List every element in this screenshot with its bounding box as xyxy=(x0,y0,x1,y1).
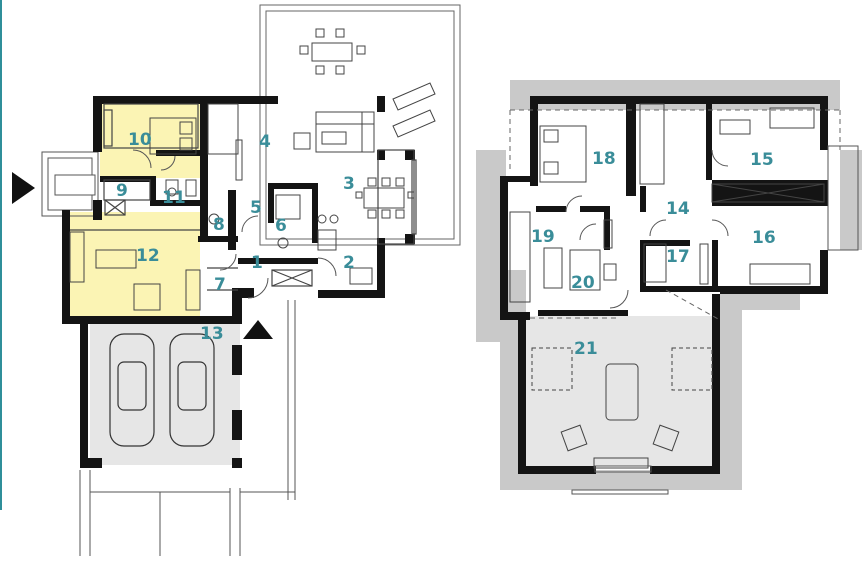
kitchen-12 xyxy=(69,231,201,311)
upper-floor-labels: 14 15 16 17 18 19 20 21 xyxy=(531,149,776,359)
accent-edge xyxy=(0,0,2,510)
room-label-12: 12 xyxy=(136,246,160,266)
room-label-15: 15 xyxy=(750,150,774,170)
room-label-5: 5 xyxy=(250,198,262,218)
room-label-20: 20 xyxy=(571,273,595,293)
bath-fixtures-ground xyxy=(165,179,373,285)
sun-loungers xyxy=(392,82,436,138)
room-label-18: 18 xyxy=(592,149,616,169)
garage-cars xyxy=(109,333,215,447)
room-label-10: 10 xyxy=(128,130,152,150)
garage-floor xyxy=(90,320,240,465)
bay-windows xyxy=(571,145,859,495)
ground-floor-walls xyxy=(62,96,415,468)
triangle-right-icon xyxy=(12,172,35,204)
room-label-14: 14 xyxy=(666,199,690,219)
roof-overhang xyxy=(476,80,862,490)
room-label-16: 16 xyxy=(752,228,776,248)
room-label-3: 3 xyxy=(343,174,355,194)
room-label-4: 4 xyxy=(259,132,271,152)
terrace xyxy=(259,4,461,246)
upper-floor-walls xyxy=(500,96,828,474)
roof-lines xyxy=(509,109,841,321)
room-label-8: 8 xyxy=(213,215,225,235)
room-label-21: 21 xyxy=(574,339,598,359)
dining-table xyxy=(317,177,415,224)
room-label-11: 11 xyxy=(162,188,186,208)
upper-floor-light-walls xyxy=(509,103,825,303)
room-label-9: 9 xyxy=(116,181,128,201)
upper-floor-doors xyxy=(565,149,729,309)
ground-floor-plan: 1 2 3 4 5 6 7 8 9 10 11 12 13 xyxy=(12,4,461,556)
attic-floor xyxy=(526,316,720,466)
entrance-porch xyxy=(41,151,99,217)
ground-floor-labels: 1 2 3 4 5 6 7 8 9 10 11 12 13 xyxy=(116,130,355,344)
ground-floor-light-walls xyxy=(70,103,417,291)
room-label-6: 6 xyxy=(275,216,287,236)
triangle-up-icon xyxy=(243,320,273,339)
ground-floor-doors xyxy=(132,149,337,299)
room-label-13: 13 xyxy=(200,324,224,344)
living-furniture xyxy=(207,103,375,181)
room-label-19: 19 xyxy=(531,227,555,247)
attic-furniture xyxy=(531,347,713,469)
room-label-17: 17 xyxy=(666,247,690,267)
bed-room-10 xyxy=(149,117,197,155)
terrace-dining-set xyxy=(299,28,366,75)
room-label-2: 2 xyxy=(343,253,355,273)
room-label-7: 7 xyxy=(214,275,226,295)
upper-floor-plan: 14 15 16 17 18 19 20 21 xyxy=(476,80,862,495)
room-label-1: 1 xyxy=(251,253,263,273)
driveway xyxy=(79,300,296,556)
